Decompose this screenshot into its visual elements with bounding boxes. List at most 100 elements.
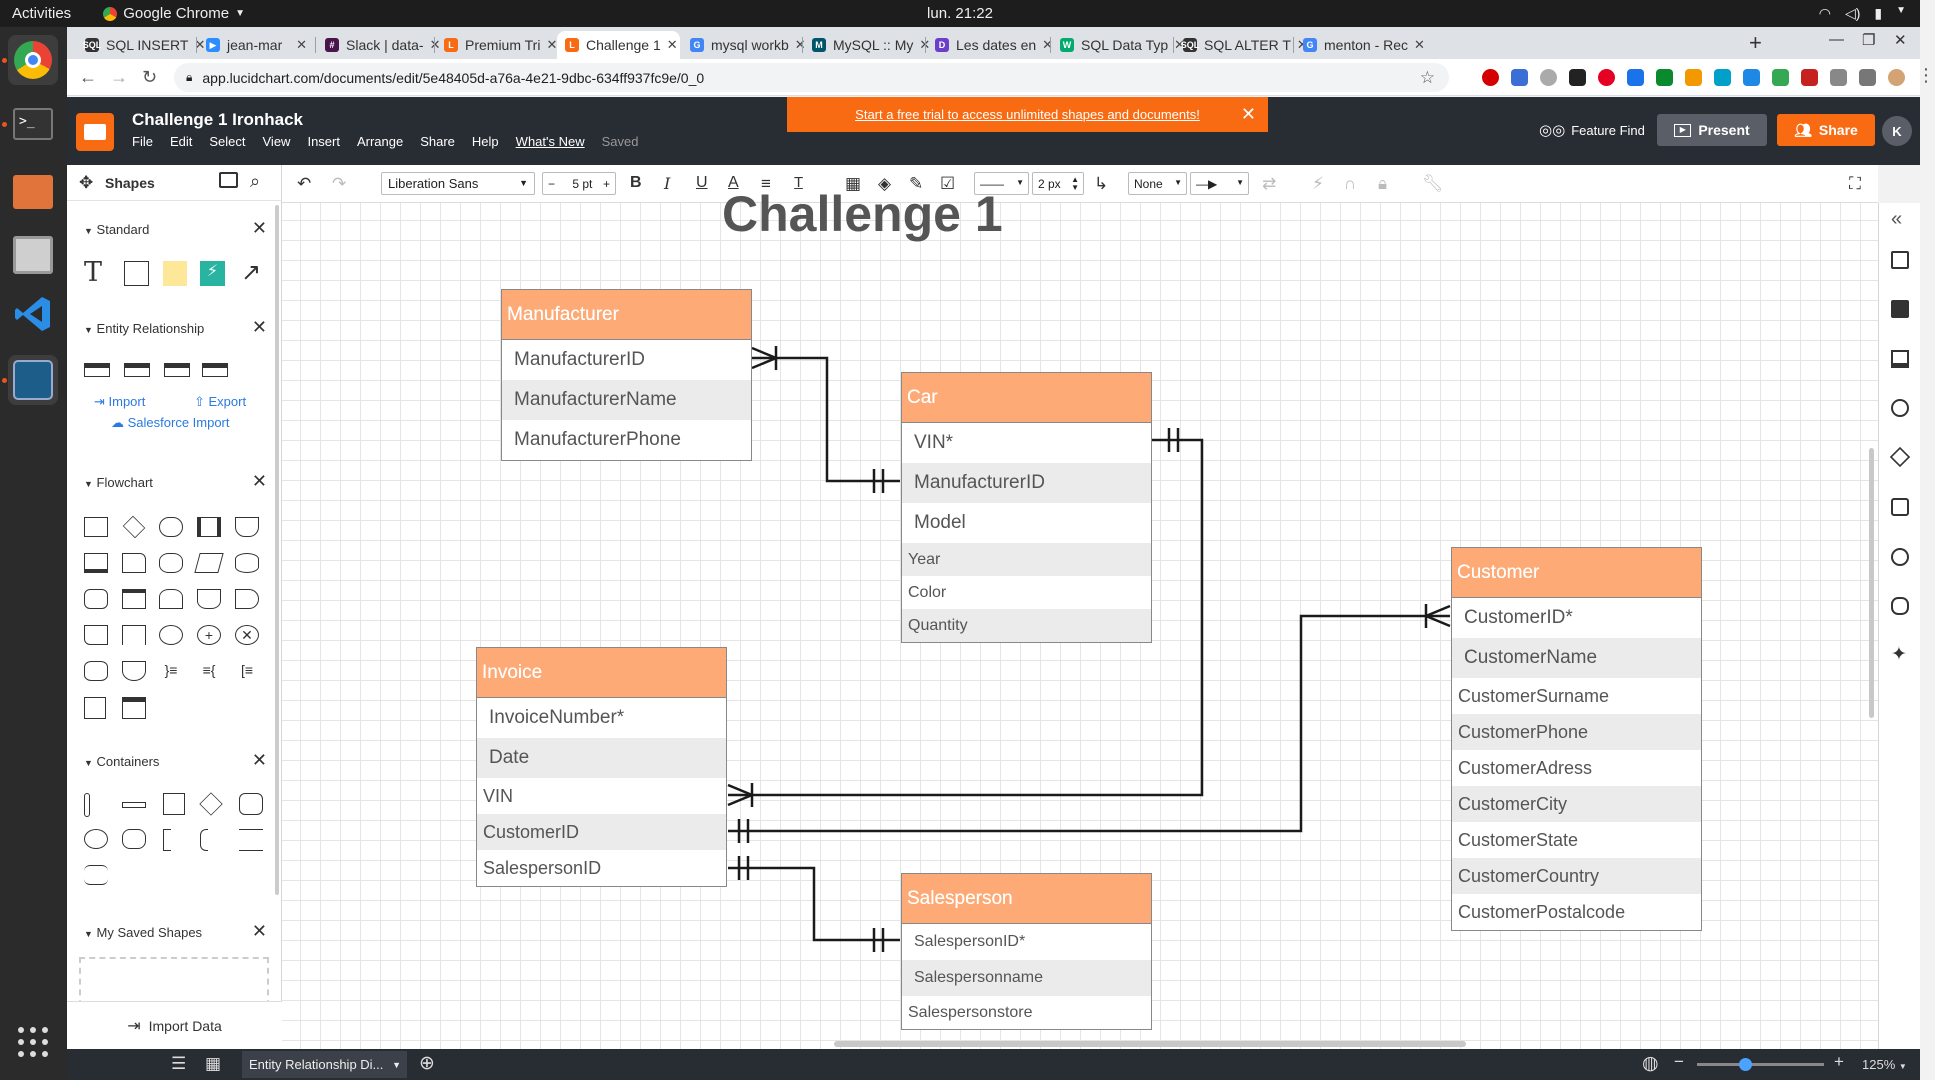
page-settings-icon[interactable]	[1891, 251, 1909, 269]
trial-link[interactable]: Start a free trial to access unlimited s…	[855, 107, 1200, 122]
text-container-shape[interactable]	[84, 865, 108, 885]
browser-tab[interactable]: #Slack | data-✕	[317, 31, 440, 59]
restore-button[interactable]: ❐	[1862, 32, 1876, 49]
text-options-icon[interactable]: T̲	[794, 174, 804, 191]
archive-dock-icon[interactable]	[8, 230, 58, 280]
entity-field[interactable]: VIN	[483, 785, 514, 806]
comments-icon[interactable]	[1891, 548, 1909, 566]
annotation-shape[interactable]: ≡{	[202, 662, 216, 678]
section-flowchart[interactable]: ▼ Flowchart	[84, 475, 153, 490]
connector-invoice-salesperson[interactable]	[728, 856, 900, 952]
arrow-shape[interactable]: ↗	[241, 259, 262, 286]
avatar[interactable]: K	[1882, 116, 1912, 146]
menu-item-view[interactable]: View	[262, 134, 291, 149]
font-family-select[interactable]: Liberation Sans ▼	[381, 172, 535, 195]
fullscreen-icon[interactable]: ⛶	[1849, 174, 1861, 193]
close-icon[interactable]: ✕	[1240, 104, 1256, 124]
diagram-title[interactable]: Challenge 1	[722, 186, 1003, 242]
fill-color-icon[interactable]: ◈	[878, 174, 892, 193]
diamond-container-shape[interactable]	[199, 792, 223, 816]
entity-field[interactable]: ManufacturerPhone	[514, 429, 681, 450]
entity-field[interactable]: CustomerID*	[1464, 607, 1573, 628]
close-tab-icon[interactable]: ✕	[666, 37, 678, 52]
extension-icon[interactable]	[1656, 69, 1673, 86]
swimlane-horizontal-shape[interactable]	[122, 697, 146, 719]
lucid-home-logo[interactable]	[76, 113, 114, 151]
close-tab-icon[interactable]: ✕	[1414, 37, 1425, 52]
new-tab-button[interactable]: +	[1749, 30, 1762, 55]
entity-field[interactable]: CustomerPostalcode	[1458, 901, 1626, 922]
back-icon[interactable]: ←	[79, 67, 97, 87]
close-icon[interactable]: ✕	[251, 750, 267, 770]
line-width-stepper[interactable]: 2 px ▲▼	[1032, 172, 1084, 195]
zoom-slider[interactable]	[1697, 1063, 1824, 1066]
internal-storage-shape[interactable]	[122, 589, 146, 609]
menu-item-select[interactable]: Select	[209, 134, 246, 149]
menu-item-insert[interactable]: Insert	[307, 134, 340, 149]
entity-field[interactable]: ManufacturerID	[514, 349, 645, 370]
swap-icon[interactable]: ⇄	[1262, 174, 1277, 193]
extension-icon[interactable]	[1772, 69, 1789, 86]
zoom-in-icon[interactable]: +	[1834, 1052, 1844, 1071]
zoom-out-icon[interactable]: −	[1674, 1052, 1684, 1071]
bookmark-star-icon[interactable]: ☆	[1419, 67, 1435, 87]
entity-header[interactable]: Manufacturer	[502, 290, 751, 340]
page-list-icon[interactable]: ☰	[171, 1054, 187, 1073]
import-data-button[interactable]: ⇥ Import Data	[67, 1001, 282, 1049]
entity-header[interactable]: Invoice	[477, 648, 726, 698]
feature-find-button[interactable]: ◎◎ Feature Find	[1539, 121, 1645, 139]
vertical-container-shape[interactable]	[84, 793, 90, 817]
document-title[interactable]: Challenge 1 Ironhack	[132, 110, 303, 129]
mysql-workbench-dock-icon[interactable]	[8, 355, 58, 405]
extension-icon[interactable]	[1511, 69, 1528, 86]
minimize-button[interactable]: —	[1829, 31, 1844, 48]
undo-icon[interactable]: ↶	[297, 174, 312, 193]
arrow-end-select[interactable]: —▶ ▼	[1190, 172, 1249, 195]
entity-field[interactable]: InvoiceNumber*	[489, 707, 625, 728]
rounded-container-shape[interactable]	[239, 793, 263, 815]
section-containers[interactable]: ▼ Containers	[84, 754, 160, 769]
entity-field[interactable]: CustomerCity	[1452, 786, 1701, 822]
layers-icon[interactable]	[1889, 446, 1911, 468]
horizontal-scrollbar[interactable]	[834, 1041, 1466, 1047]
entity-field[interactable]: Date	[477, 738, 726, 778]
address-bar[interactable]: 🔒︎ app.lucidchart.com/documents/edit/5e4…	[174, 63, 1449, 92]
diagram-canvas[interactable]: Challenge 1	[282, 186, 1878, 1049]
close-tab-icon[interactable]: ✕	[429, 37, 441, 52]
text-shape[interactable]: T	[84, 257, 103, 288]
increase-icon[interactable]: +	[602, 177, 610, 191]
entity-header[interactable]: Car	[902, 373, 1151, 423]
table-icon[interactable]: ▦	[845, 174, 862, 193]
direct-data-shape[interactable]	[84, 589, 108, 609]
presentation-icon[interactable]	[1891, 350, 1909, 368]
connector-manufacturer-car[interactable]	[751, 346, 900, 493]
section-my-saved-shapes[interactable]: ▼ My Saved Shapes	[84, 925, 203, 940]
sticky-note-shape[interactable]	[163, 261, 187, 286]
entity-field[interactable]: ManufacturerName	[502, 380, 751, 420]
connector-invoice-customer[interactable]	[728, 604, 1451, 843]
arrow-start-select[interactable]: None ▼	[1128, 172, 1187, 195]
entity-field[interactable]: CustomerID	[477, 814, 726, 850]
extension-icon[interactable]	[1743, 69, 1760, 86]
action-shape[interactable]: ⚡︎	[200, 261, 225, 286]
extension-icon[interactable]	[1685, 69, 1702, 86]
menu-item-share[interactable]: Share	[420, 134, 455, 149]
extension-icon[interactable]	[1482, 69, 1499, 86]
close-tab-icon[interactable]: ✕	[1042, 37, 1054, 52]
extension-icon[interactable]	[1830, 69, 1847, 86]
entity-field[interactable]: CustomerState	[1458, 829, 1579, 850]
show-apps-grid-icon[interactable]	[8, 1017, 58, 1067]
entity-field[interactable]: VIN*	[914, 432, 954, 453]
browser-tab[interactable]: ▶jean-mar✕	[198, 31, 315, 59]
extension-icon[interactable]	[1598, 69, 1615, 86]
close-tab-icon[interactable]: ✕	[296, 37, 307, 52]
entity-field[interactable]: Model	[914, 512, 966, 533]
multi-document-shape[interactable]	[84, 553, 108, 573]
salesforce-import-link[interactable]: ☁ Salesforce Import	[111, 415, 230, 430]
predefined-process-shape[interactable]	[197, 517, 221, 537]
